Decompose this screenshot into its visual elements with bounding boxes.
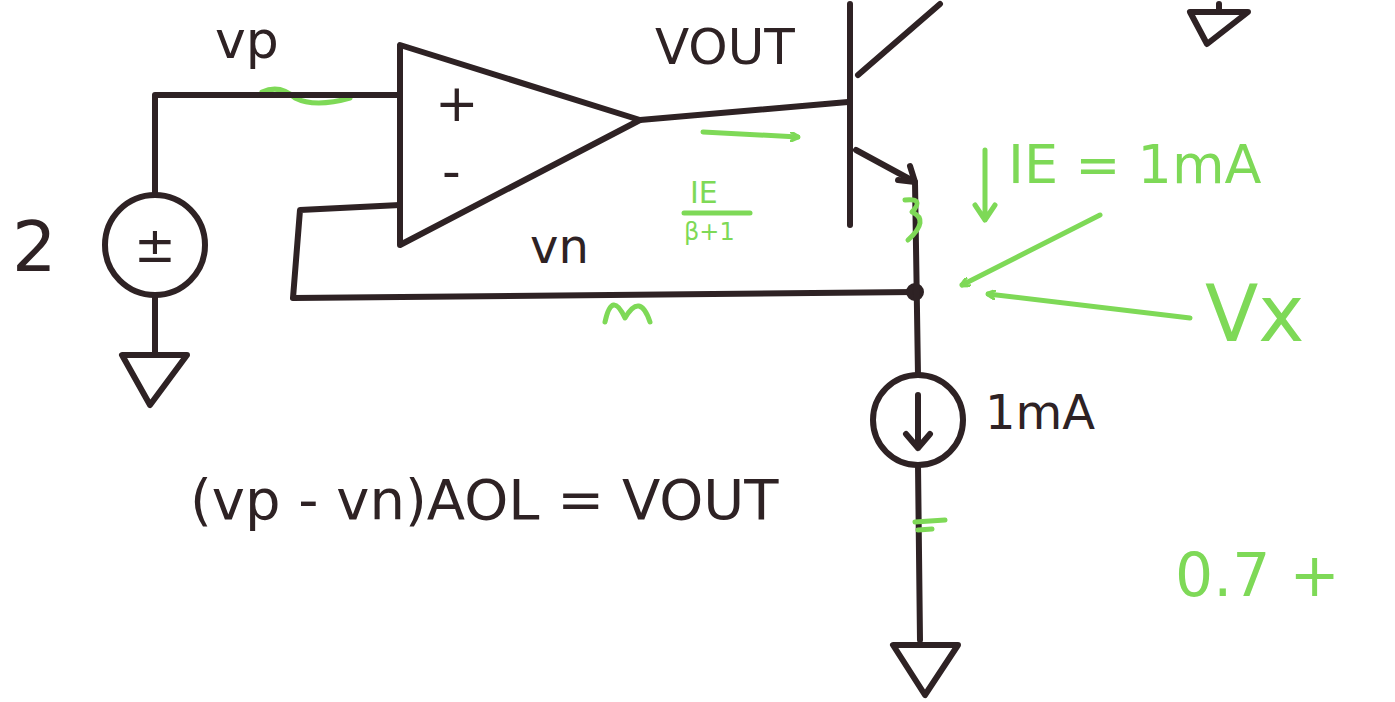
node-voltage-name: Vx	[1205, 275, 1305, 353]
leader-arrow	[988, 294, 1190, 318]
down-arrow	[975, 150, 995, 220]
squiggle-mark	[915, 520, 945, 530]
node-voltage-name-holder: Vx	[1205, 275, 1305, 353]
signal-name-holder: VOUT	[655, 22, 795, 72]
signal-name: vn	[530, 222, 589, 270]
feedback-wire	[293, 205, 915, 298]
op-amp-outline	[400, 45, 640, 245]
base-bar	[847, 4, 853, 225]
signal-name-holder: vn	[530, 222, 589, 270]
ground-wire	[918, 465, 920, 640]
source-value: 1mA	[985, 388, 1095, 436]
current-direction-arrow	[703, 132, 798, 137]
wire	[155, 95, 400, 195]
ground-symbol	[1190, 4, 1248, 44]
current-name: IE	[690, 178, 718, 208]
plus-input-sign: +	[435, 77, 479, 129]
ground-symbol	[122, 355, 187, 405]
current-name-holder: IE	[690, 178, 718, 208]
note-holder: 0.7 +	[1175, 545, 1340, 605]
signal-name-holder: vp	[215, 14, 279, 66]
ground-symbol	[893, 645, 958, 695]
minus-input-sign: -	[442, 145, 461, 197]
signal-name: VOUT	[655, 22, 795, 72]
denominator-holder: β+1	[684, 220, 735, 244]
output-wire	[640, 102, 848, 120]
current-source	[873, 375, 963, 465]
note: 0.7 +	[1175, 545, 1340, 605]
current-arrow	[906, 395, 930, 448]
squiggle-mark	[605, 305, 650, 322]
equation-holder: (vp - vn)AOL = VOUT	[190, 472, 779, 528]
emitter-arrow	[898, 166, 915, 182]
signal-name: vp	[215, 14, 279, 66]
current-value: IE = 1mA	[1008, 138, 1262, 192]
emitter-lead	[856, 150, 918, 375]
denominator: β+1	[684, 220, 735, 244]
squiggle-mark	[905, 200, 920, 240]
op-amp: +-	[400, 45, 640, 245]
ground-wire	[152, 297, 158, 352]
current-value-holder: IE = 1mA	[1008, 138, 1262, 192]
source-value-holder: 2	[12, 212, 57, 282]
equation: (vp - vn)AOL = VOUT	[190, 472, 779, 528]
source-value: 2	[12, 212, 57, 282]
fraction-bar	[684, 211, 750, 216]
source-value-holder: 1mA	[985, 388, 1095, 436]
collector-lead	[858, 4, 940, 75]
leader-arrow	[962, 215, 1100, 285]
voltage-source: ±	[105, 195, 205, 295]
source-polarity: ±	[134, 220, 176, 270]
